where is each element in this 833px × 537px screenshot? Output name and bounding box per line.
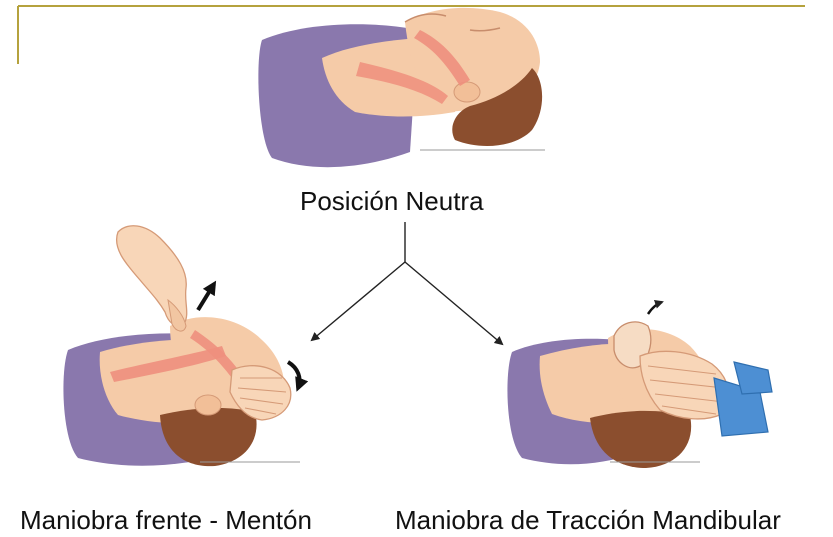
airway-band	[414, 30, 470, 86]
sleeve	[733, 361, 773, 395]
label-head-tilt-chin-lift: Maniobra frente - Mentón	[20, 505, 312, 535]
face-outline	[404, 13, 501, 32]
ear	[453, 81, 481, 103]
jaw-thrust-illustration	[507, 299, 773, 468]
label-jaw-thrust: Maniobra de Tracción Mandibular	[395, 505, 781, 535]
head-skin	[405, 7, 540, 113]
hair	[160, 408, 257, 467]
chin-lift-illustration	[63, 225, 309, 467]
lifting-finger	[167, 298, 187, 332]
hair	[452, 68, 543, 146]
arrow-to-chin-lift	[310, 261, 406, 342]
ear	[194, 394, 222, 416]
arrow-to-jaw-thrust	[404, 261, 504, 346]
header-accent-line	[17, 5, 805, 64]
hair	[590, 410, 692, 468]
airway-band	[356, 62, 448, 104]
label-neutral-position: Posición Neutra	[300, 186, 484, 216]
thrust-arrow-icon	[646, 299, 664, 315]
airway-band	[190, 330, 240, 378]
fingers	[237, 377, 287, 415]
tilt-arrow-icon	[286, 360, 309, 392]
airway-band	[110, 346, 226, 382]
fingers	[647, 365, 725, 415]
neutral-position-illustration	[258, 7, 545, 168]
lift-arrow-icon	[196, 280, 217, 312]
branch-connector	[310, 222, 504, 346]
hand-on-forehead	[229, 365, 292, 421]
